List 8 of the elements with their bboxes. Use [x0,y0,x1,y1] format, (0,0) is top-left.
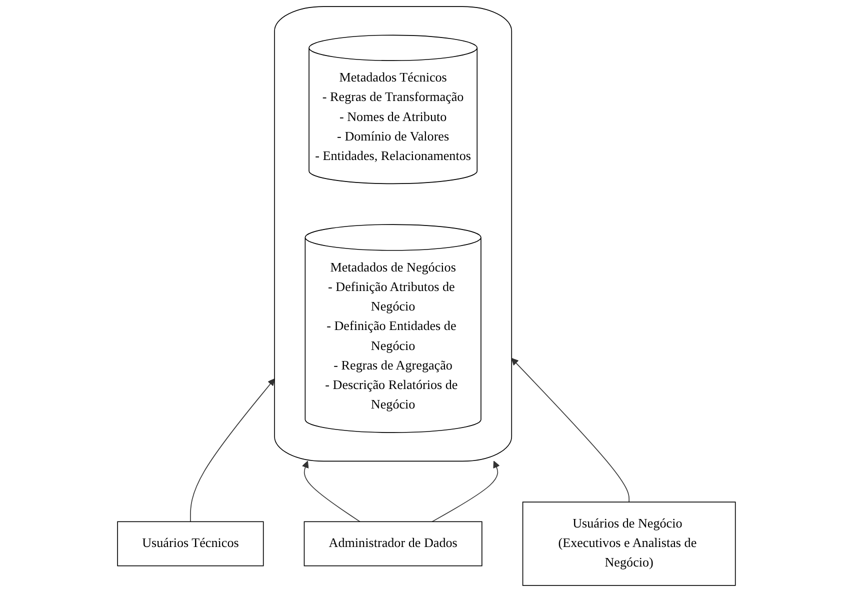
arrow [301,460,360,522]
node-box: Usuários Técnicos [116,521,264,566]
arrow [190,378,274,522]
node-box: Usuários de Negócio (Executivos e Analistas de Negócio) [522,502,736,586]
node-box: Administrador de Dados [303,521,482,566]
arrow [510,358,630,502]
cluster [274,6,512,462]
arrow [431,460,500,522]
